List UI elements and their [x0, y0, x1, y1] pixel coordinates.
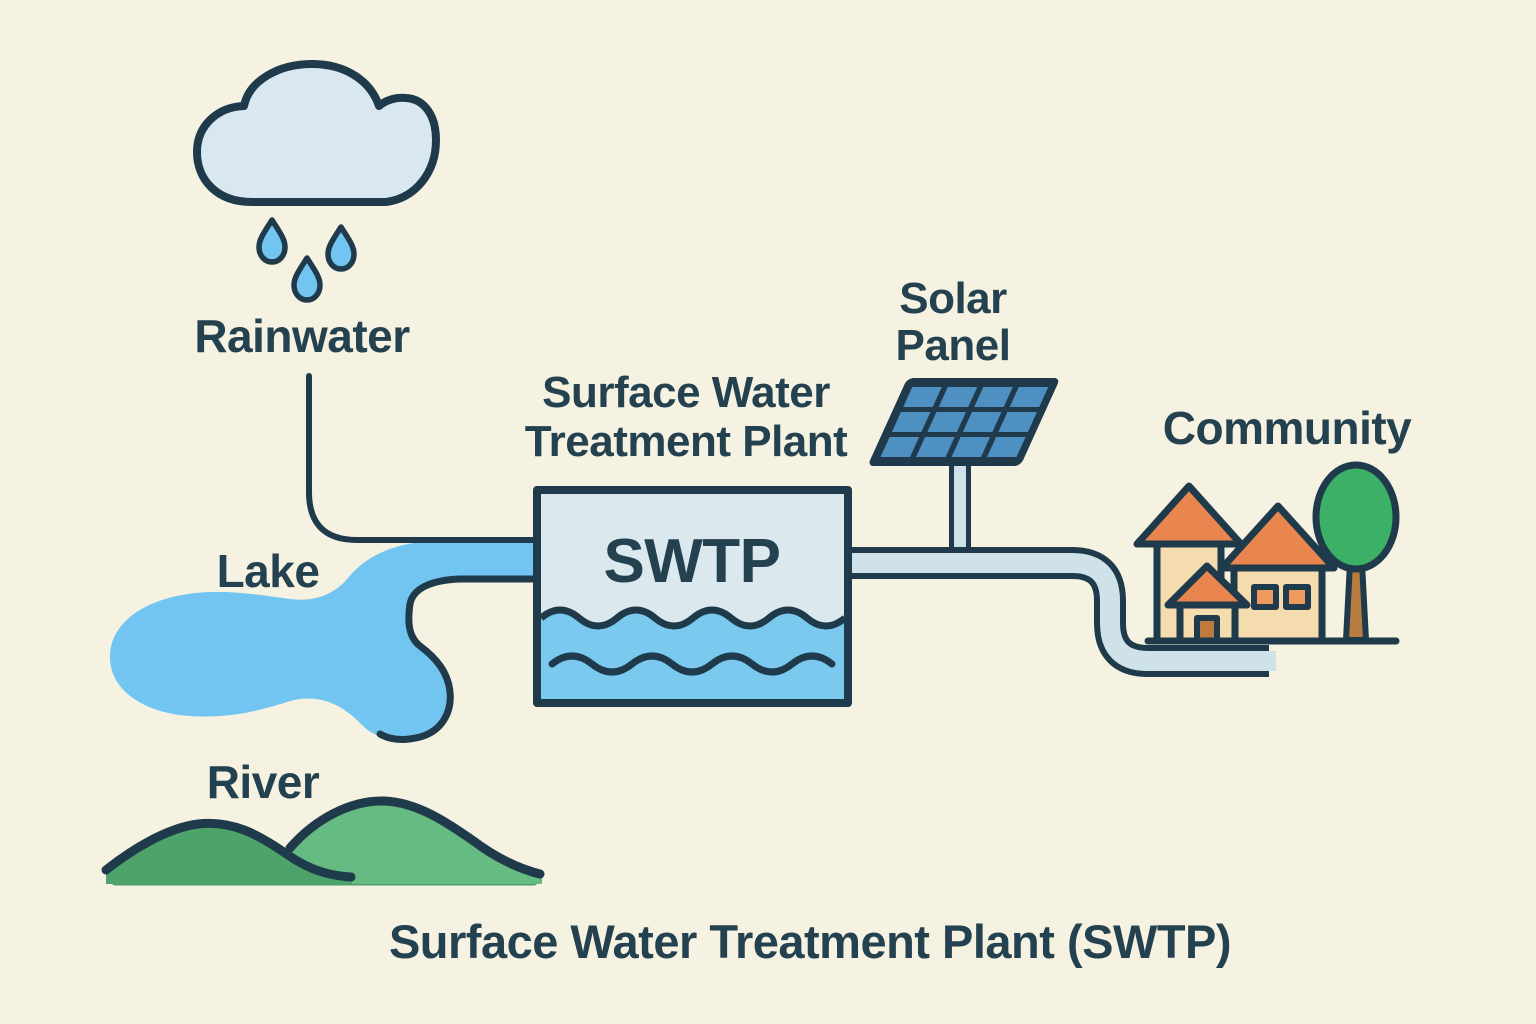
community-label: Community	[1163, 402, 1412, 454]
tree-trunk	[1343, 560, 1369, 643]
tank-wave-line	[548, 652, 836, 676]
solar-label-line1: Solar	[899, 274, 1007, 323]
raindrop-icon	[291, 255, 323, 303]
raindrop-icon	[256, 217, 288, 265]
lake-and-stream	[109, 373, 540, 743]
rainwater-label: Rainwater	[194, 310, 410, 362]
tree-crown	[1312, 461, 1400, 573]
community-houses-icon	[1133, 461, 1400, 645]
hill-right-outline	[285, 796, 545, 879]
river-label: River	[207, 756, 320, 808]
house-roof	[1164, 562, 1251, 609]
pipe-water	[846, 553, 1276, 671]
swtp-tank: SWTP	[533, 486, 852, 707]
hill-left-outline	[101, 818, 356, 882]
house-small	[1164, 562, 1251, 645]
caption-title: Surface Water Treatment Plant (SWTP)	[389, 915, 1231, 968]
lake-label: Lake	[217, 545, 320, 597]
raindrop-icon	[325, 224, 357, 272]
raindrops	[256, 217, 357, 303]
plant-label-line1: Surface Water	[542, 368, 830, 417]
hill-left	[106, 823, 352, 884]
rain-flow-line	[306, 373, 540, 543]
plant-label: Surface Water Treatment Plant	[525, 368, 849, 466]
swtp-abbr-label: SWTP	[603, 527, 780, 596]
house-roof	[1218, 502, 1338, 572]
river-hills-icon	[101, 796, 545, 886]
house-roof	[1133, 482, 1245, 548]
outlet-pipe	[846, 547, 1276, 677]
cloud-icon	[193, 60, 440, 206]
tank-outline	[533, 486, 852, 707]
lake-outline	[376, 575, 537, 743]
solar-panel-icon	[869, 378, 1059, 466]
plant-label-line2: Treatment Plant	[525, 417, 848, 466]
tank-water	[541, 610, 845, 700]
tank-water-surface-line	[538, 606, 848, 630]
window-icon	[1251, 584, 1279, 610]
solar-panel-grid	[880, 387, 1049, 457]
solar-panel-label: Solar Panel	[896, 274, 1011, 370]
window-icon	[1283, 584, 1311, 610]
rain-cloud-icon	[193, 60, 440, 303]
solar-label-line2: Panel	[896, 321, 1011, 370]
tree-icon	[1312, 461, 1400, 643]
hill-right	[290, 800, 542, 884]
lake-shape	[109, 541, 535, 740]
